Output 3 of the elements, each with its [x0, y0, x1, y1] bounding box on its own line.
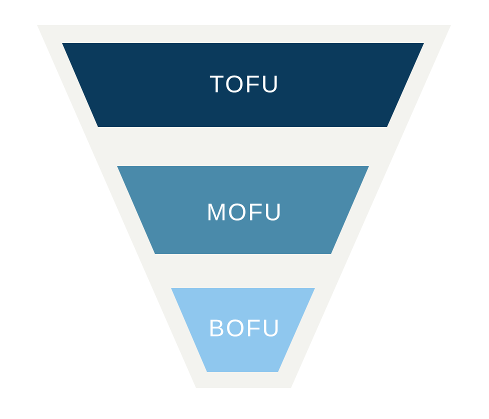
funnel-stage: BOFU: [171, 288, 315, 372]
funnel-stage: MOFU: [117, 166, 369, 254]
funnel-stage: TOFU: [62, 43, 424, 127]
